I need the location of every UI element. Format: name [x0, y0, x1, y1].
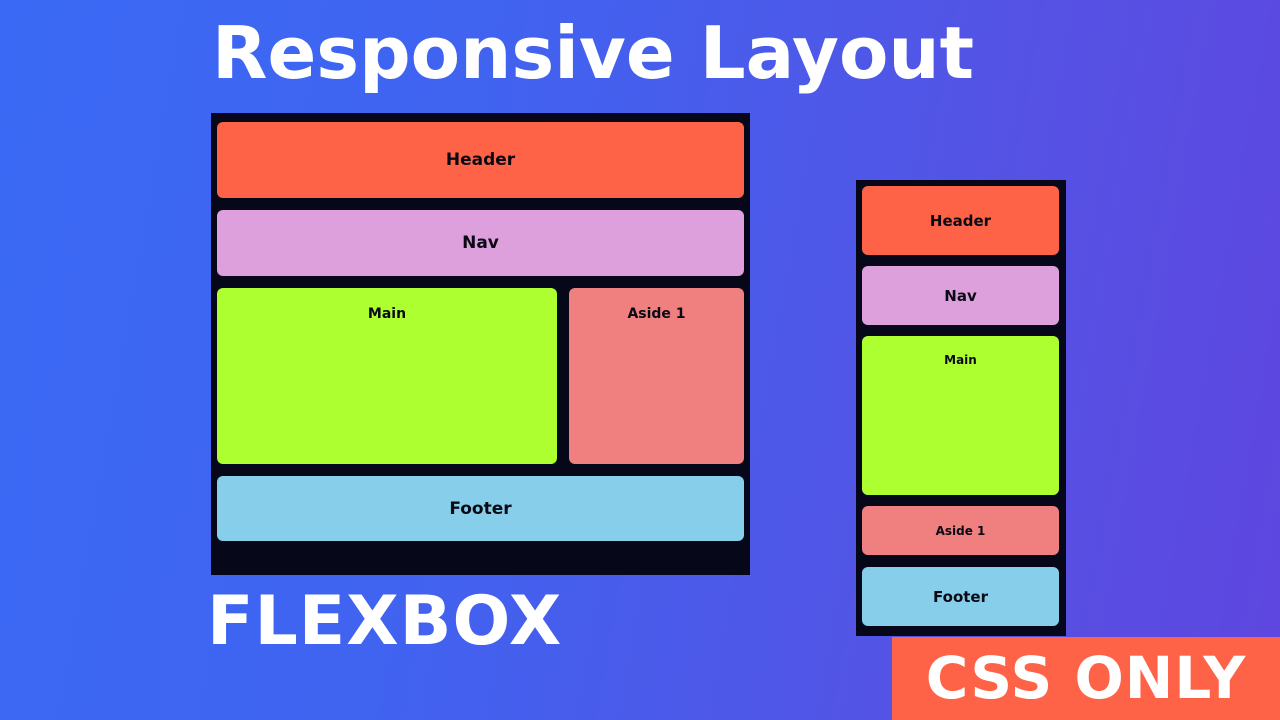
desktop-header-block: Header [217, 122, 744, 198]
mobile-nav-label: Nav [944, 286, 977, 305]
mobile-nav-block: Nav [862, 266, 1059, 325]
desktop-nav-label: Nav [462, 233, 499, 253]
desktop-main-block: Main [217, 288, 557, 464]
desktop-footer-label: Footer [449, 498, 512, 519]
mobile-main-label: Main [944, 353, 977, 367]
desktop-aside-label: Aside 1 [627, 306, 686, 322]
mobile-header-block: Header [862, 186, 1059, 255]
mobile-aside-label: Aside 1 [935, 523, 986, 538]
desktop-header-label: Header [445, 150, 516, 170]
desktop-aside-block: Aside 1 [569, 288, 744, 464]
mobile-header-label: Header [929, 211, 992, 230]
mobile-aside-block: Aside 1 [862, 506, 1059, 555]
mobile-main-block: Main [862, 336, 1059, 495]
desktop-footer-block: Footer [217, 476, 744, 541]
mobile-footer-block: Footer [862, 567, 1059, 626]
flexbox-heading: FLEXBOX [207, 582, 563, 661]
desktop-nav-block: Nav [217, 210, 744, 276]
css-only-badge: CSS ONLY [892, 637, 1280, 720]
mobile-footer-label: Footer [933, 587, 988, 606]
desktop-main-label: Main [367, 306, 407, 322]
page-title: Responsive Layout [212, 11, 975, 95]
